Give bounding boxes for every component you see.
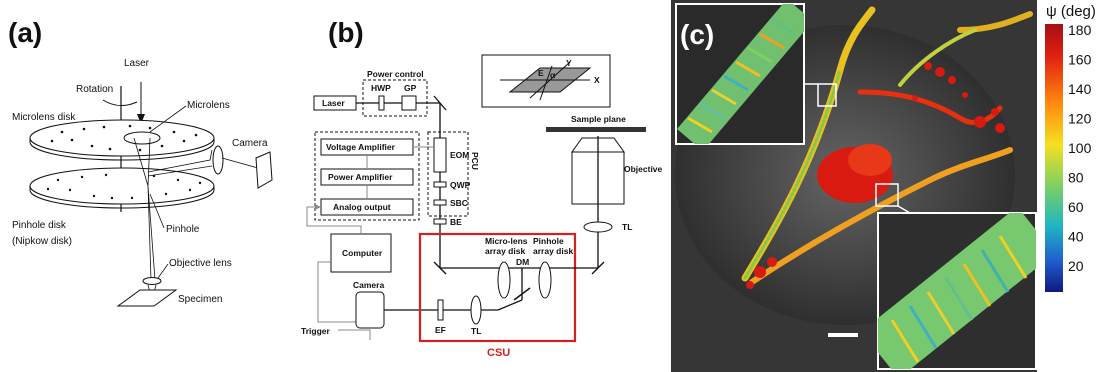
panel-b: (b) Power control HWP GP Laser Voltage A… (301, 17, 663, 359)
tl-label-2: TL (622, 222, 632, 232)
colorbar-tick-label: 140 (1068, 81, 1092, 97)
tl-lens-1 (470, 295, 482, 325)
a-specimen-label: Specimen (178, 294, 222, 305)
camera-box (355, 291, 385, 329)
scale-bar (828, 333, 858, 337)
a-objective-label: Objective lens (169, 258, 232, 269)
power-control-label: Power control (367, 69, 424, 79)
pinhole-disk (29, 167, 215, 205)
colorbar-tick-label: 40 (1068, 229, 1084, 245)
colorbar-tick-label: 20 (1068, 258, 1084, 274)
power-amp-label: Power Amplifier (328, 172, 393, 182)
sample-plane-label: Sample plane (571, 114, 626, 124)
a-microlens-disk-label: Microlens disk (12, 112, 76, 123)
axis-alpha: α (550, 70, 556, 80)
ef-label: EF (435, 325, 446, 335)
axis-e: E (538, 68, 544, 78)
qwp-label: QWP (450, 180, 471, 190)
dm-label: DM (516, 257, 529, 267)
sample-plane (546, 127, 646, 132)
eom-label: EOM (450, 150, 469, 160)
a-nipkow-label: (Nipkow disk) (12, 236, 72, 247)
microlens-highlight (123, 131, 161, 145)
ef-element (437, 299, 444, 321)
red-clusters (746, 62, 1005, 289)
microlens-disk-label-2: array disk (485, 246, 525, 256)
specimen (116, 289, 178, 307)
pinhole-array-disk (538, 261, 552, 299)
pcu-box (427, 131, 469, 217)
hwp-label: HWP (371, 83, 391, 93)
a-pinhole-disk-label: Pinhole disk (12, 220, 67, 231)
laser-arrow (137, 114, 145, 124)
colorbar-tick-label: 60 (1068, 199, 1084, 215)
b-camera-label: Camera (353, 280, 384, 290)
tl-label-1: TL (471, 326, 481, 336)
panel-c: (c) ψ (deg) 180 160 140 120 100 80 60 40 20 (671, 0, 1096, 372)
a-rotation-label: Rotation (76, 84, 113, 95)
colorbar-tick-label: 160 (1068, 52, 1092, 68)
amplifier-box (314, 131, 420, 221)
panel-a: (a) Laser Rotation Microlens Microlens d… (8, 17, 273, 307)
pinhole-disk-label-2: array disk (533, 246, 573, 256)
colorbar-ticks: 180 160 140 120 100 80 60 40 20 (1068, 22, 1092, 274)
computer-box (330, 233, 392, 273)
colorbar-tick-label: 100 (1068, 140, 1092, 156)
tl-lens-2 (583, 221, 613, 233)
zoom-region-2 (875, 183, 899, 207)
microlens-disk-label-1: Micro-lens (485, 236, 528, 246)
gp-label: GP (404, 83, 417, 93)
rotation-arrow (102, 99, 138, 106)
microlens-array-disk (497, 261, 511, 299)
colorbar-title: ψ (deg) (1046, 3, 1096, 20)
axis-y: Y (566, 58, 572, 68)
a-microlens-label: Microlens (187, 100, 230, 111)
microlens-dots (50, 124, 198, 152)
sbc-label: SBC (450, 198, 468, 208)
camera-sensor (255, 151, 273, 189)
panel-c-label: (c) (680, 19, 714, 50)
sbc-element (433, 199, 447, 206)
zoom-region-1 (817, 83, 837, 107)
microlens-disk (29, 119, 215, 157)
a-laser-label: Laser (124, 58, 150, 69)
camera-lens (212, 145, 224, 175)
actin-fibers (741, 6, 1033, 285)
power-control-box (362, 79, 428, 117)
inset-top-left-bars (677, 4, 804, 144)
csu-label: CSU (487, 347, 510, 359)
colorbar-tick-label: 120 (1068, 111, 1092, 127)
panel-b-label: (b) (328, 17, 364, 48)
objective-lens (142, 277, 162, 285)
csu-box (418, 232, 577, 343)
camera-path (147, 149, 213, 177)
inset-bottom-right-bars (878, 213, 1036, 369)
beam-cone (133, 137, 156, 281)
panel-a-label: (a) (8, 17, 42, 48)
objective-label: Objective (624, 164, 663, 174)
gp-element (401, 95, 417, 111)
computer-label: Computer (342, 248, 383, 258)
be-element (433, 218, 447, 225)
analog-out-label: Analog output (333, 202, 391, 212)
qwp-element (433, 181, 447, 188)
pcu-label: PCU (470, 152, 480, 170)
be-label: BE (450, 217, 462, 227)
b-laser-label: Laser (322, 98, 345, 108)
voltage-amp-label: Voltage Amplifier (326, 142, 396, 152)
trigger-label: Trigger (301, 326, 331, 336)
hwp-element (378, 95, 385, 111)
a-pinhole-label: Pinhole (166, 224, 200, 235)
axis-x: X (594, 75, 600, 85)
dm-mirror (513, 287, 531, 301)
colorbar-tick-label: 180 (1068, 22, 1092, 38)
eom-element (433, 137, 447, 173)
colorbar (1045, 24, 1063, 292)
a-camera-label: Camera (232, 138, 268, 149)
colorbar-tick-label: 80 (1068, 170, 1084, 186)
pinhole-disk-label-1: Pinhole (533, 236, 564, 246)
